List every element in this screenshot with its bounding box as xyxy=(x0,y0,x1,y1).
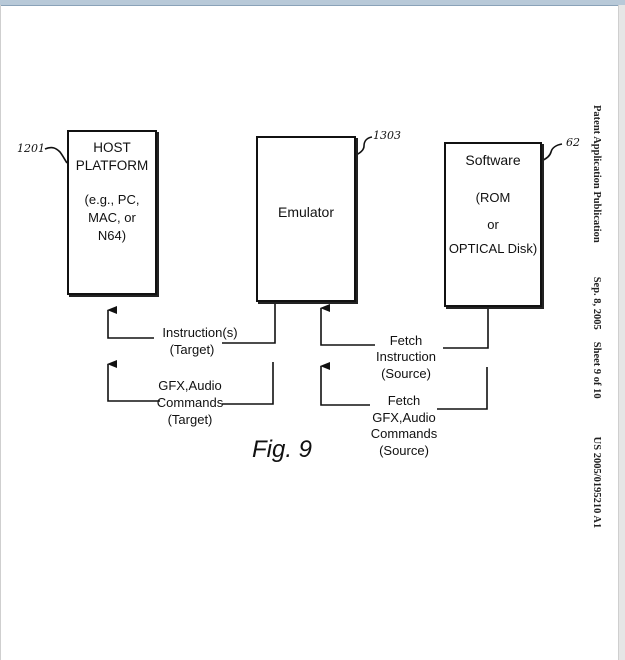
software-reference-number: 62 xyxy=(566,136,580,149)
wire-instructions-target-tail xyxy=(107,306,154,339)
software-title: Software xyxy=(465,152,521,168)
software-detail-line1: (ROM xyxy=(475,190,511,205)
software-detail-line2: or xyxy=(487,217,499,232)
wire-fetch-instruction-tail xyxy=(320,304,375,346)
patent-sheet xyxy=(1,6,618,660)
wire-gfx-target-tail xyxy=(107,360,160,402)
leader-1303 xyxy=(355,136,373,156)
leader-1201 xyxy=(44,146,68,164)
wire-fetch-gfx-tail xyxy=(320,362,370,406)
host-detail-line3: N64) xyxy=(97,228,127,243)
host-title-line2: PLATFORM xyxy=(75,158,149,173)
label-gfx-target-line2: Commands xyxy=(156,395,224,410)
label-instructions-target: (Target) xyxy=(169,342,215,357)
wire-gfx-target xyxy=(222,362,274,405)
wire-fetch-instruction xyxy=(443,308,489,349)
wire-instructions-target xyxy=(222,302,276,344)
header-number: US 2005/0195210 A1 xyxy=(591,436,602,529)
header-date: Sep. 8, 2005 xyxy=(591,276,602,330)
left-border xyxy=(0,5,1,660)
label-instructions: Instruction(s) xyxy=(162,325,238,340)
header-sheet: Sheet 9 of 10 xyxy=(591,341,602,399)
emulator-box: Emulator xyxy=(256,136,356,302)
host-detail-line1: (e.g., PC, xyxy=(84,192,140,207)
label-gfx-target-line3: (Target) xyxy=(167,412,213,427)
emulator-reference-number: 1303 xyxy=(373,129,401,142)
software-box: Software (ROM or OPTICAL Disk) xyxy=(444,142,542,307)
label-fetch-gfx-line2: GFX,Audio xyxy=(372,410,436,425)
figure-caption: Fig. 9 xyxy=(252,436,313,463)
right-scroll-strip xyxy=(618,5,625,660)
wire-fetch-gfx xyxy=(437,367,488,410)
emulator-title: Emulator xyxy=(277,204,335,220)
label-gfx-target-line1: GFX,Audio xyxy=(158,378,222,393)
label-fetch-gfx-line1: Fetch xyxy=(387,393,421,408)
label-fetch-gfx-line4: (Source) xyxy=(379,443,429,458)
header-publication: Patent Application Publication xyxy=(591,105,602,243)
window-top-strip xyxy=(0,0,625,6)
leader-62 xyxy=(540,143,563,162)
software-detail-line3: OPTICAL Disk) xyxy=(448,241,538,256)
label-fetch-instruction-line1: Fetch xyxy=(389,333,423,348)
host-reference-number: 1201 xyxy=(17,142,45,155)
host-detail-line2: MAC, or xyxy=(88,210,136,225)
label-fetch-instruction-line3: (Source) xyxy=(381,366,431,381)
patent-side-header: Patent Application PublicationSep. 8, 20… xyxy=(591,105,602,528)
host-platform-box: HOST PLATFORM (e.g., PC, MAC, or N64) xyxy=(67,130,157,295)
label-fetch-instruction-line2: Instruction xyxy=(376,349,436,364)
host-title-line1: HOST xyxy=(93,140,131,155)
label-fetch-gfx-line3: Commands xyxy=(370,426,438,441)
